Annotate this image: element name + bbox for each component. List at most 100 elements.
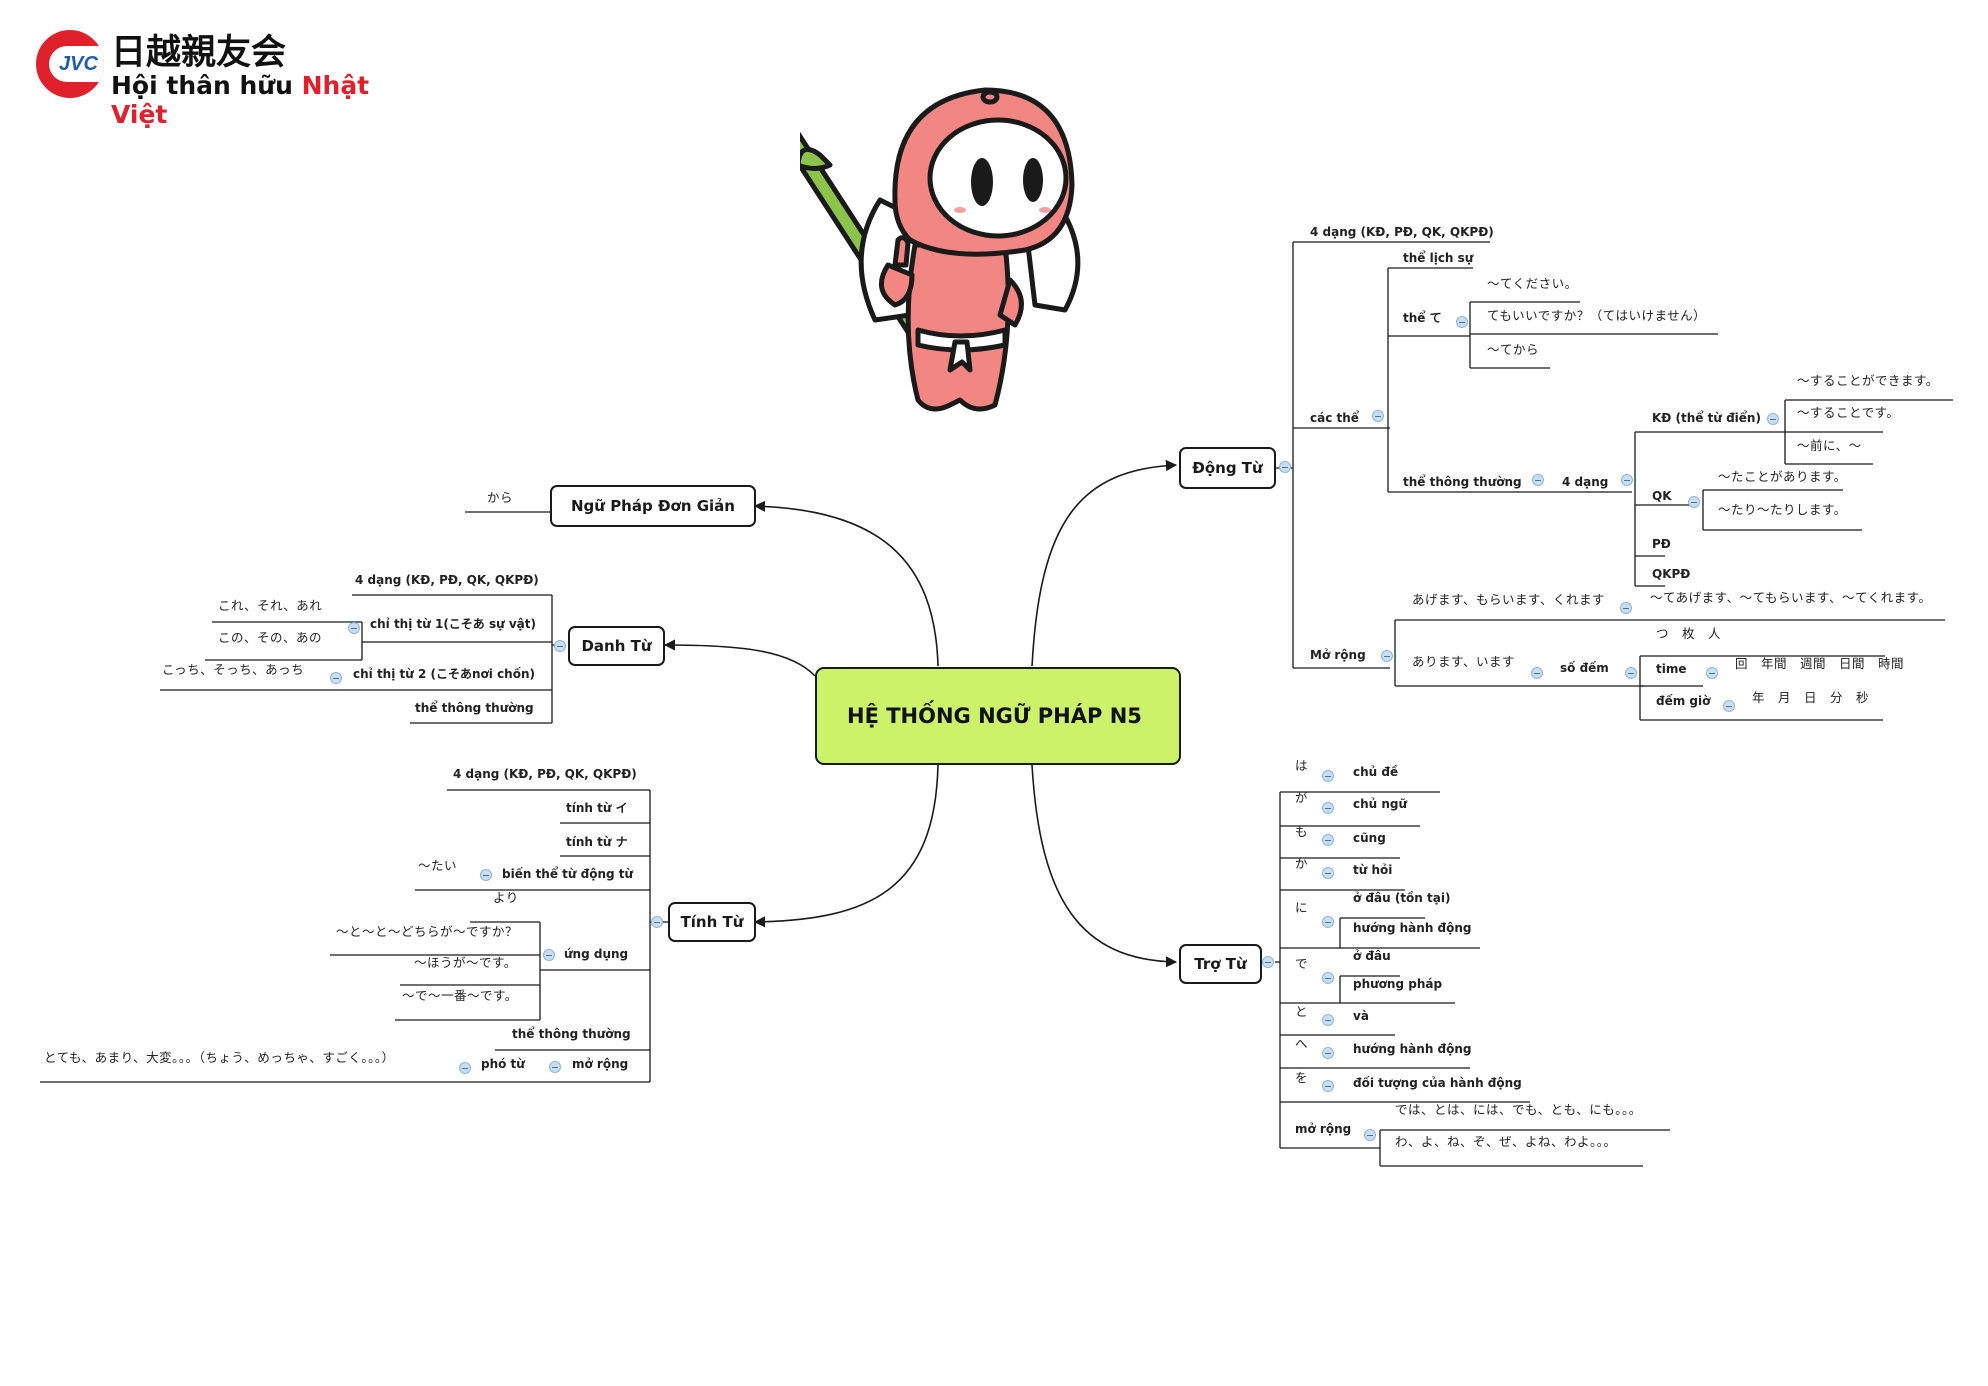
particle-to: と xyxy=(1295,1004,1309,1019)
collapse-chi-thi-1-icon[interactable] xyxy=(348,622,360,634)
collapse-kd-icon[interactable] xyxy=(1767,413,1779,425)
collapse-time-icon[interactable] xyxy=(1706,667,1718,679)
tinh-tu-bien-the: biến thể từ động từ xyxy=(502,867,634,881)
collapse-so-dem-icon[interactable] xyxy=(1625,667,1637,679)
collapse-chi-thi-2-icon[interactable] xyxy=(330,672,342,684)
node-danh-tu[interactable]: Danh Từ xyxy=(568,626,665,666)
collapse-bon-dang-icon[interactable] xyxy=(1621,474,1633,486)
tinh-tu-four-forms: 4 dạng (KĐ, PĐ, QK, QKPĐ) xyxy=(453,767,637,781)
dong-tu-the-te: thể て xyxy=(1403,311,1442,325)
dong-tu-te-kudasai: ～てください。 xyxy=(1487,276,1578,291)
particle-de-meaning-2: phương pháp xyxy=(1353,977,1443,991)
collapse-ka-icon[interactable] xyxy=(1322,867,1334,879)
collapse-the-te-icon[interactable] xyxy=(1456,316,1468,328)
particle-wo: を xyxy=(1295,1070,1309,1085)
dong-tu-dem-gio: đếm giờ xyxy=(1656,694,1711,708)
particle-wa-meaning: chủ đề xyxy=(1353,765,1399,779)
dong-tu-clock-units: 年 月 日 分 秒 xyxy=(1752,690,1870,705)
dong-tu-the-thong-thuong: thể thông thường xyxy=(1403,475,1522,489)
collapse-wa-icon[interactable] xyxy=(1322,770,1334,782)
particle-ga: が xyxy=(1295,790,1309,805)
tro-tu-ext-1: では、とは、には、でも、とも、にも。。。 xyxy=(1395,1102,1642,1117)
collapse-tro-tu-mo-rong-icon[interactable] xyxy=(1364,1129,1376,1141)
collapse-tinh-tu-mo-rong-icon[interactable] xyxy=(549,1061,561,1073)
ninja-mascot-icon xyxy=(800,87,1081,412)
tro-tu-mo-rong: mở rộng xyxy=(1295,1122,1352,1136)
collapse-ageru-icon[interactable] xyxy=(1620,602,1632,614)
danh-tu-kocchi: こっち、そっち、あっち xyxy=(162,662,305,677)
collapse-ni-icon[interactable] xyxy=(1322,916,1334,928)
ngu-phap-kara: から xyxy=(487,490,514,505)
danh-tu-kono: この、その、あの xyxy=(218,630,323,645)
collapse-bien-the-icon[interactable] xyxy=(480,869,492,881)
collapse-mo-rong-icon[interactable] xyxy=(1381,650,1393,662)
tinh-tu-na-adj: tính từ ナ xyxy=(566,835,628,849)
collapse-danh-tu-icon[interactable] xyxy=(554,640,566,652)
danh-tu-kore: これ、それ、あれ xyxy=(218,598,323,613)
tinh-tu-ung-dung: ứng dụng xyxy=(564,947,629,961)
collapse-ung-dung-icon[interactable] xyxy=(543,949,555,961)
collapse-de-icon[interactable] xyxy=(1322,972,1334,984)
collapse-tinh-tu-icon[interactable] xyxy=(651,916,663,928)
particle-ni-meaning-2: hướng hành động xyxy=(1353,921,1472,935)
logo-viet-part1: Hội thân hữu xyxy=(111,71,302,100)
dong-tu-time-units: 回 年間 週間 日間 時間 xyxy=(1735,656,1905,671)
particle-ka-meaning: từ hỏi xyxy=(1353,863,1393,877)
central-topic[interactable]: HỆ THỐNG NGỮ PHÁP N5 xyxy=(815,667,1181,765)
dong-tu-te-ii: てもいいですか？（てはいけません） xyxy=(1487,308,1707,323)
jvc-logo-text: JVC xyxy=(59,53,98,75)
collapse-he-icon[interactable] xyxy=(1322,1047,1334,1059)
dong-tu-pd: PĐ xyxy=(1652,537,1671,551)
particle-ni-meaning-1: ở đâu (tồn tại) xyxy=(1353,891,1451,905)
collapse-mo-icon[interactable] xyxy=(1322,834,1334,846)
tinh-tu-the-thong-thuong: thể thông thường xyxy=(512,1027,631,1041)
jvc-logo-mark-icon xyxy=(36,30,104,98)
particle-de-meaning-1: ở đâu xyxy=(1353,949,1391,963)
particle-mo-meaning: cũng xyxy=(1353,831,1386,845)
danh-tu-four-forms: 4 dạng (KĐ, PĐ, QK, QKPĐ) xyxy=(355,573,539,587)
dong-tu-time: time xyxy=(1656,662,1687,676)
tro-tu-ext-2: わ、よ、ね、ぞ、ぜ、よね、わよ。。。 xyxy=(1395,1134,1617,1149)
particle-ni: に xyxy=(1295,900,1309,915)
tinh-tu-i-adj: tính từ イ xyxy=(566,801,628,815)
collapse-wo-icon[interactable] xyxy=(1322,1080,1334,1092)
collapse-tro-tu-icon[interactable] xyxy=(1262,956,1274,968)
node-tinh-tu[interactable]: Tính Từ xyxy=(668,902,756,942)
dong-tu-kd: KĐ (thể từ điển) xyxy=(1652,411,1761,425)
tinh-tu-totemo: とても、あまり、大変。。。（ちょう、めっちゃ、すごく。。。） xyxy=(44,1050,395,1065)
collapse-dong-tu-icon[interactable] xyxy=(1279,461,1291,473)
danh-tu-chi-thi-2: chỉ thị từ 2 (こそあnơi chốn) xyxy=(353,667,535,681)
particle-ga-meaning: chủ ngữ xyxy=(1353,797,1408,811)
collapse-the-thong-thuong-icon[interactable] xyxy=(1532,474,1544,486)
particle-to-meaning: và xyxy=(1353,1009,1369,1023)
particle-mo: も xyxy=(1295,824,1309,839)
collapse-ga-icon[interactable] xyxy=(1322,802,1334,814)
node-ngu-phap-don-gian[interactable]: Ngữ Pháp Đơn Giản xyxy=(550,485,756,527)
collapse-to-icon[interactable] xyxy=(1322,1014,1334,1026)
dong-tu-kd-3: ～前に、～ xyxy=(1797,438,1862,453)
dong-tu-qk-2: ～たり～たりします。 xyxy=(1718,502,1847,517)
dong-tu-te-ageru: ～てあげます、～てもらいます、～てくれます。 xyxy=(1650,590,1932,605)
node-dong-tu[interactable]: Động Từ xyxy=(1179,447,1276,489)
dong-tu-te-kara: ～てから xyxy=(1487,342,1540,357)
logo-kanji-title: 日越親友会 xyxy=(111,33,287,73)
danh-tu-the-thong-thuong: thể thông thường xyxy=(415,701,534,715)
jvc-logo: JVC 日越親友会 Hội thân hữu Nhật Việt xyxy=(36,26,416,129)
collapse-dem-gio-icon[interactable] xyxy=(1723,700,1735,712)
logo-vietnamese-title: Hội thân hữu Nhật Việt xyxy=(111,71,416,129)
collapse-arimasu-icon[interactable] xyxy=(1531,667,1543,679)
dong-tu-qkpd: QKPĐ xyxy=(1652,567,1691,581)
collapse-cac-the-icon[interactable] xyxy=(1372,410,1384,422)
danh-tu-chi-thi-1: chỉ thị từ 1(こそあ sự vật) xyxy=(370,617,536,631)
dong-tu-four-forms: 4 dạng (KĐ, PĐ, QK, QKPĐ) xyxy=(1310,225,1494,239)
particle-de: で xyxy=(1295,956,1309,971)
tinh-tu-hou: ～ほうが～です。 xyxy=(414,955,517,970)
node-tro-tu[interactable]: Trợ Từ xyxy=(1179,944,1262,984)
particle-ka: か xyxy=(1295,856,1309,871)
dong-tu-kd-2: ～することです。 xyxy=(1797,405,1900,420)
collapse-pho-tu-icon[interactable] xyxy=(459,1062,471,1074)
dong-tu-ageru: あげます、もらいます、くれます xyxy=(1412,592,1606,607)
collapse-qk-icon[interactable] xyxy=(1688,496,1700,508)
dong-tu-cac-the: các thể xyxy=(1310,411,1359,425)
